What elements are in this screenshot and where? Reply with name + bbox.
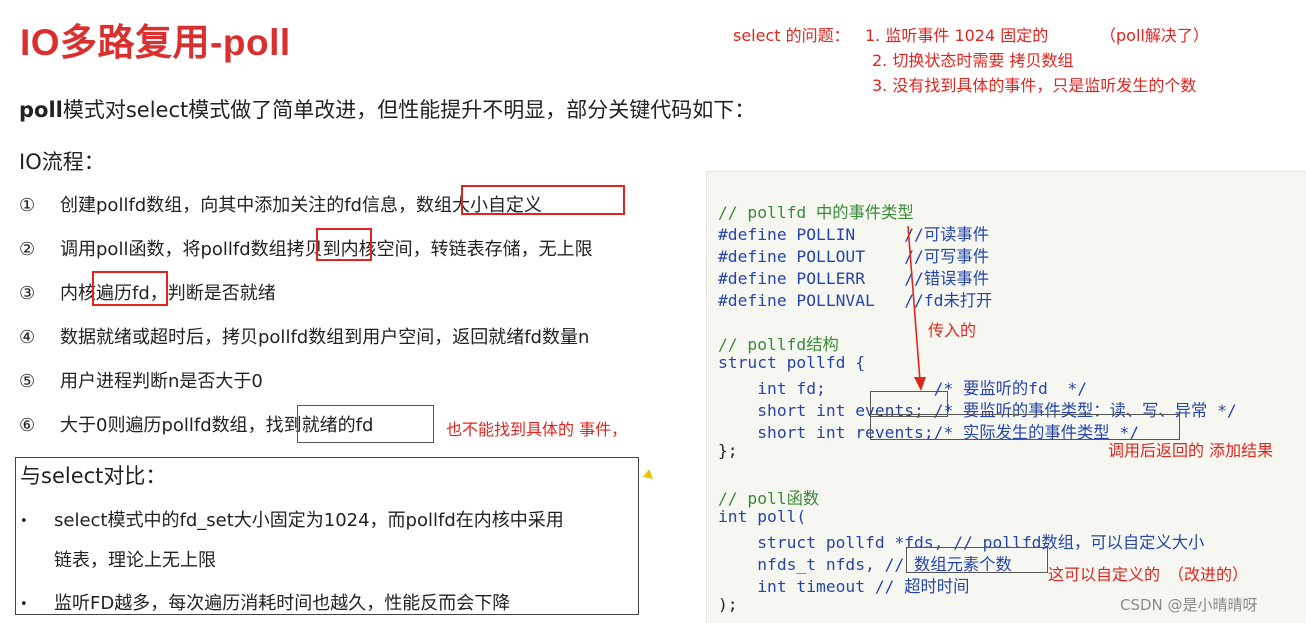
flow-step-5: ⑤ 用户进程判断n是否大于0 [19,367,263,393]
code-define-pollerr: #define POLLERR //错误事件 [718,269,989,288]
select-issues-prefix: select 的问题： [733,26,850,45]
code-comment-struct: // pollfd结构 [718,335,839,354]
code-comment-event-types: // pollfd 中的事件类型 [718,203,914,222]
select-issue-1: 1. 监听事件 1024 固定的 [865,26,1049,45]
io-flow-label: IO流程： [19,150,105,174]
step-text: 创建pollfd数组，向其中添加关注的fd信息，数组大小自定义 [60,195,542,216]
revents-return-note: 调用后返回的 添加结果 [1108,441,1274,460]
step-text: 调用poll函数，将pollfd数组拷贝到内核空间，转链表存储，无上限 [60,239,593,260]
code-poll-close: ); [718,595,738,614]
nfds-custom-note: 这可以自定义的 （改进的） [1048,565,1249,584]
step-number: ③ [19,283,36,304]
step-number: ① [19,195,36,216]
intro-text: poll模式对select模式做了简单改进，但性能提升不明显，部分关键代码如下： [19,94,755,124]
passed-in-note: 传入的 [928,321,977,340]
highlight-revents-box [870,414,1180,440]
code-param-timeout: int timeout // 超时时间 [718,577,970,596]
comparison-title: 与select对比： [20,464,167,488]
select-issue-1-note: （poll解决了） [1100,26,1209,45]
comparison-item-1-text: select模式中的fd_set大小固定为1024，而pollfd在内核中采用 [54,510,564,531]
mouse-cursor-icon [642,469,657,483]
code-struct-open: struct pollfd { [718,353,866,372]
code-field-events: short int events; /* 要监听的事件类型：读、写、异常 */ [718,401,1237,420]
code-field-fd: int fd; /* 要监听的fd */ [718,379,1087,398]
comparison-item-1-cont: 链表，理论上无上限 [54,550,216,571]
step-text: 大于0则遍历pollfd数组，找到就绪的fd [60,415,374,436]
step-number: ⑥ [19,415,36,436]
highlight-nfds-box [906,547,1048,573]
step-text: 数据就绪或超时后，拷贝pollfd数组到用户空间，返回就绪fd数量n [60,327,590,348]
code-field-revents: short int revents;/* 实际发生的事件类型 */ [718,423,1139,442]
comparison-item-1: • select模式中的fd_set大小固定为1024，而pollfd在内核中采用 [20,506,564,532]
watermark: CSDN @是小晴晴呀 [1120,596,1258,614]
code-define-pollin: #define POLLIN //可读事件 [718,225,989,244]
code-struct-close: }; [718,441,738,460]
comparison-item-2: • 监听FD越多，每次遍历消耗时间也越久，性能反而会下降 [20,589,510,615]
step-number: ⑤ [19,371,36,392]
step-number: ④ [19,327,36,348]
select-comparison-box: 与select对比： • select模式中的fd_set大小固定为1024，而p… [15,457,639,615]
page-title: IO多路复用-poll [20,22,291,63]
step-text: 用户进程判断n是否大于0 [60,371,263,392]
flow-step-1: ① 创建pollfd数组，向其中添加关注的fd信息，数组大小自定义 [19,191,542,217]
highlight-find-ready-box [297,405,434,443]
bullet: • [20,596,28,612]
intro-rest: 模式对select模式做了简单改进，但性能提升不明显，部分关键代码如下： [62,98,756,122]
select-issue-2: 2. 切换状态时需要 拷贝数组 [872,51,1074,70]
flow-step-4: ④ 数据就绪或超时后，拷贝pollfd数组到用户空间，返回就绪fd数量n [19,323,589,349]
select-issue-3: 3. 没有找到具体的事件，只是监听发生的个数 [872,76,1197,95]
flow-step-2: ② 调用poll函数，将pollfd数组拷贝到内核空间，转链表存储，无上限 [19,235,593,261]
code-define-pollout: #define POLLOUT //可写事件 [718,247,989,266]
highlight-array-size-box [461,185,625,215]
highlight-copy-box [316,228,372,261]
step6-note: 也不能找到具体的 事件， [446,420,628,439]
highlight-events-box [870,391,948,417]
code-define-pollnval: #define POLLNVAL //fd未打开 [718,291,993,310]
code-comment-poll-func: // poll函数 [718,489,820,508]
highlight-traverse-box [92,271,168,306]
flow-step-6: ⑥ 大于0则遍历pollfd数组，找到就绪的fd [19,411,373,437]
code-param-nfds: nfds_t nfds, // 数组元素个数 [718,555,1012,574]
step-number: ② [19,239,36,260]
comparison-item-2-text: 监听FD越多，每次遍历消耗时间也越久，性能反而会下降 [54,593,511,614]
intro-bold: poll [19,98,63,122]
bullet: • [20,513,28,529]
code-poll-signature: int poll( [718,507,807,526]
